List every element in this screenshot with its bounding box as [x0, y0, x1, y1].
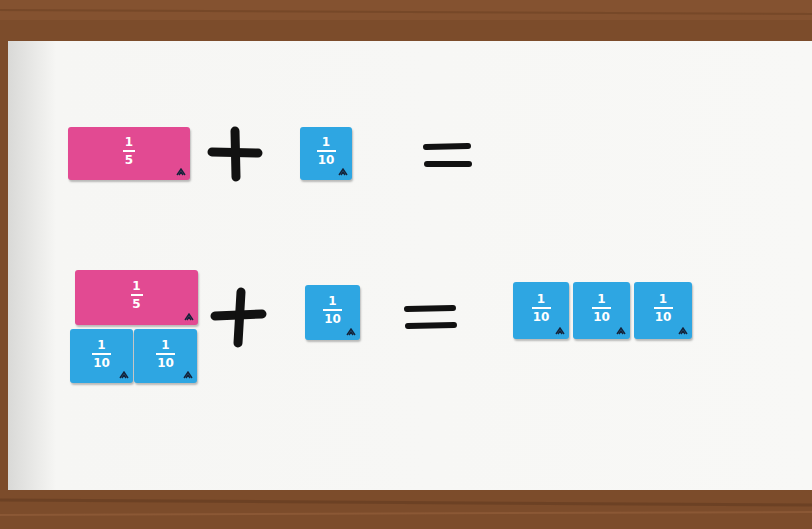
- brand-logo: [176, 168, 186, 176]
- brand-logo: [346, 328, 356, 336]
- fraction-label: 110: [70, 339, 133, 370]
- fraction-label: 110: [134, 339, 197, 370]
- numerator: 1: [597, 293, 605, 306]
- fraction-tile: 110: [573, 282, 630, 339]
- fraction-bar: [156, 353, 175, 355]
- numerator: 1: [125, 136, 133, 149]
- fraction-bar: [532, 307, 551, 309]
- denominator: 10: [533, 311, 550, 324]
- fraction-label: 110: [300, 136, 352, 167]
- brand-logo: [184, 313, 194, 321]
- denominator: 5: [132, 298, 140, 311]
- fraction-tile: 110: [634, 282, 692, 339]
- brand-logo: [183, 371, 193, 379]
- denominator: 10: [318, 154, 335, 167]
- denominator: 5: [125, 154, 133, 167]
- numerator: 1: [132, 280, 140, 293]
- fraction-bar: [317, 150, 336, 152]
- fraction-tile: 15: [75, 270, 198, 325]
- brand-logo: [678, 327, 688, 335]
- numerator: 1: [328, 295, 336, 308]
- numerator: 1: [537, 293, 545, 306]
- fraction-tile: 110: [300, 127, 352, 180]
- equals-sign: [408, 325, 454, 326]
- fraction-tile: 110: [513, 282, 569, 339]
- denominator: 10: [93, 357, 110, 370]
- fraction-label: 15: [68, 136, 190, 167]
- fraction-label: 110: [305, 295, 360, 326]
- fraction-bar: [323, 309, 342, 311]
- fraction-tile: 110: [134, 329, 197, 383]
- numerator: 1: [161, 339, 169, 352]
- fraction-label: 110: [573, 293, 630, 324]
- fraction-bar: [92, 353, 111, 355]
- denominator: 10: [157, 357, 174, 370]
- fraction-label: 15: [75, 280, 198, 311]
- fraction-label: 110: [513, 293, 569, 324]
- fraction-bar: [131, 294, 143, 296]
- equals-sign: [426, 146, 468, 147]
- numerator: 1: [322, 136, 330, 149]
- denominator: 10: [324, 313, 341, 326]
- fraction-tile: 110: [70, 329, 133, 383]
- numerator: 1: [97, 339, 105, 352]
- fraction-bar: [123, 150, 135, 152]
- paper-sheet: [8, 41, 812, 490]
- fraction-tile: 15: [68, 127, 190, 180]
- fraction-tile: 110: [305, 285, 360, 340]
- brand-logo: [338, 168, 348, 176]
- equals-sign: [427, 161, 469, 167]
- plus-sign: [235, 131, 236, 177]
- brand-logo: [555, 327, 565, 335]
- denominator: 10: [593, 311, 610, 324]
- fraction-label: 110: [634, 293, 692, 324]
- fraction-bar: [592, 307, 611, 309]
- equals-sign: [407, 308, 453, 309]
- plus-sign: [238, 292, 241, 343]
- fraction-bar: [654, 307, 673, 309]
- brand-logo: [119, 371, 129, 379]
- numerator: 1: [659, 293, 667, 306]
- brand-logo: [616, 327, 626, 335]
- denominator: 10: [655, 311, 672, 324]
